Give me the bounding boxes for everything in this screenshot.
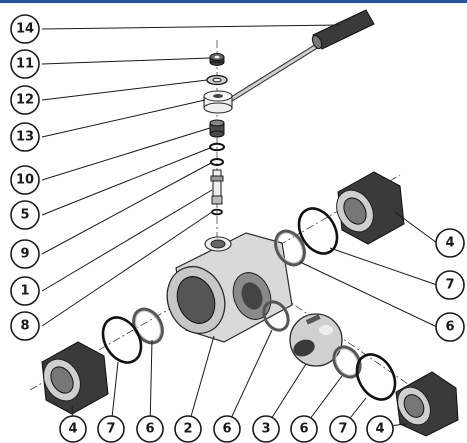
svg-text:2: 2 [183,422,192,437]
stem-o-ring-icon [210,158,224,166]
svg-text:3: 3 [261,422,270,437]
end-connector-icon [41,171,459,437]
callout-12: 12 [10,85,40,115]
stem-icon [210,169,224,205]
callout-14: 14 [10,14,40,44]
callout-7-bottom-1: 7 [97,415,125,443]
top-border [0,0,467,3]
ball-icon [289,313,343,367]
svg-text:6: 6 [222,422,231,437]
callout-1: 1 [10,276,40,306]
svg-text:11: 11 [16,57,34,72]
callout-6-bottom-2: 6 [213,415,241,443]
callout-7-right: 7 [435,270,465,300]
svg-text:6: 6 [145,422,154,437]
svg-text:8: 8 [20,319,29,334]
svg-text:14: 14 [16,22,34,37]
svg-text:6: 6 [299,422,308,437]
handle-lever-icon [220,9,375,108]
svg-text:7: 7 [338,422,347,437]
svg-text:6: 6 [445,320,454,335]
callout-6-right: 6 [435,312,465,342]
svg-text:4: 4 [445,236,454,251]
seat-ring-icon [132,229,362,379]
svg-text:4: 4 [375,422,384,437]
svg-text:7: 7 [445,278,454,293]
callout-3-bottom: 3 [252,415,280,443]
callout-13: 13 [10,122,40,152]
o-ring-icon [101,207,397,401]
svg-text:9: 9 [20,247,29,262]
valve-body-icon [166,232,293,343]
callout-11: 11 [10,49,40,79]
nut-icon [209,53,225,66]
washer-icon [206,74,228,86]
stop-plate-icon [203,90,233,114]
svg-text:4: 4 [68,422,77,437]
svg-text:10: 10 [16,173,34,188]
gland-nut-icon [209,119,225,138]
callout-8: 8 [10,311,40,341]
svg-text:1: 1 [20,284,29,299]
leader-lines [41,24,438,428]
packing-ring-icon [209,142,225,152]
callout-6-bottom-3: 6 [290,415,318,443]
svg-text:5: 5 [20,208,29,223]
callout-4-bottom-left: 4 [59,415,87,443]
callout-9: 9 [10,239,40,269]
callout-5: 5 [10,200,40,230]
callout-7-bottom-2: 7 [329,415,357,443]
svg-text:12: 12 [16,93,34,108]
callout-4-bottom-right: 4 [366,415,394,443]
callout-4-right: 4 [435,228,465,258]
svg-text:13: 13 [16,130,34,145]
callout-10: 10 [10,165,40,195]
svg-text:7: 7 [106,422,115,437]
callout-6-bottom-1: 6 [136,415,164,443]
callout-2-bottom: 2 [174,415,202,443]
